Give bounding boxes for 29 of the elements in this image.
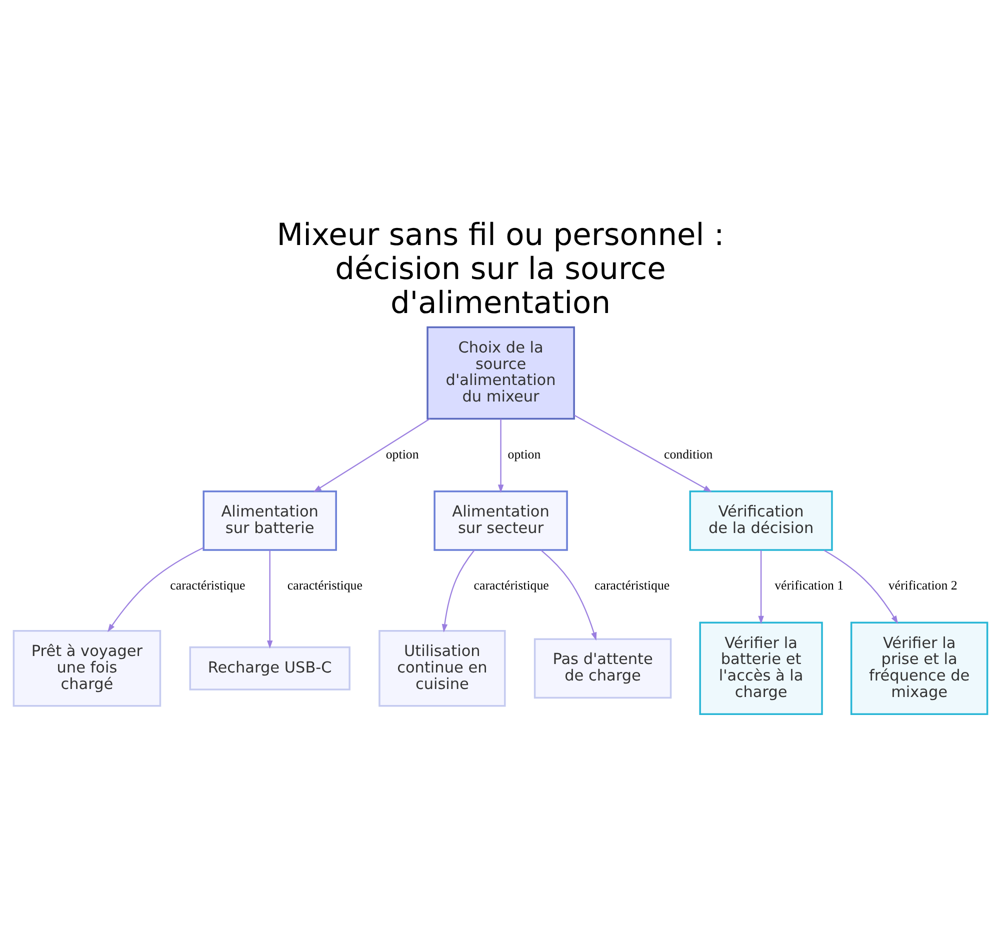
arrow	[107, 547, 204, 632]
edge-label: vérification 2	[888, 578, 957, 593]
edge-label: caractéristique	[170, 578, 245, 593]
arrow	[497, 418, 504, 493]
node-box: Utilisation continue en cuisine	[378, 630, 506, 707]
arrow	[758, 550, 764, 624]
arrow	[540, 550, 596, 641]
edge-label: caractéristique	[473, 578, 548, 593]
node-box: Prêt à voyager une fois chargé	[12, 630, 161, 707]
node-box: Pas d'attente de charge	[533, 638, 672, 699]
node-box: Alimentation sur batterie	[202, 490, 336, 551]
arrow	[441, 550, 474, 632]
edge-label: option	[385, 447, 418, 462]
node-box: Vérification de la décision	[688, 490, 832, 551]
arrow	[823, 550, 898, 624]
arrow	[312, 418, 430, 492]
arrow	[574, 414, 712, 492]
node-box: Vérifier la batterie et l'accès à la charge	[698, 622, 822, 715]
node-box: Recharge USB-C	[188, 646, 350, 690]
node-box: Alimentation sur secteur	[433, 490, 568, 551]
edge-label: vérification 1	[774, 578, 844, 593]
edge-label: condition	[664, 447, 712, 462]
arrow	[266, 550, 272, 649]
diagram-title: Mixeur sans fil ou personnel : décision sur la source d'alimentation	[276, 218, 724, 321]
edge-label: caractéristique	[594, 578, 670, 593]
edge-label: option	[507, 447, 540, 462]
edge-label: caractéristique	[286, 578, 362, 593]
node-box: Choix de la source d'alimentation du mixeur	[426, 326, 574, 420]
node-box: Vérifier la prise et la fréquence de mixage	[850, 622, 988, 715]
